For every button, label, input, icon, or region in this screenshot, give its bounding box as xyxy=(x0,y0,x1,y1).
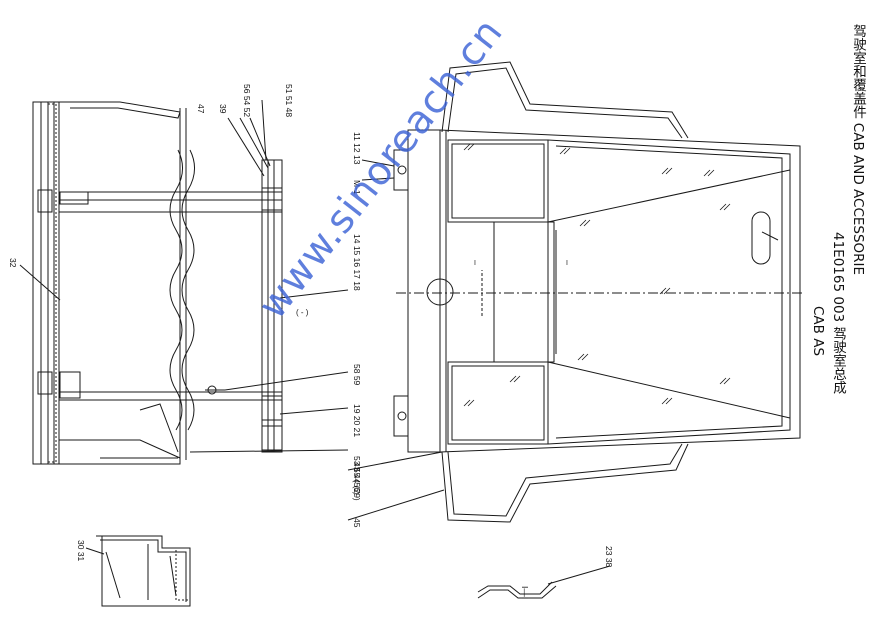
svg-text:I: I xyxy=(474,260,476,267)
callout-19-20-21: 19 20 21 xyxy=(352,404,362,438)
left-section-view: ( - ) xyxy=(19,99,349,465)
callout-39: 39 xyxy=(218,104,228,114)
callout-47: 47 xyxy=(196,104,206,114)
detail-section-bottom-left xyxy=(85,535,191,607)
callout-43-44-29: 43 44 (29) xyxy=(352,462,362,501)
svg-text:I: I xyxy=(566,260,568,267)
callout-58-59: 58 59 xyxy=(352,364,362,386)
detail-section-bottom-right xyxy=(477,565,611,599)
cab-plan-view: I I xyxy=(347,61,805,523)
callout-56-54-52: 56 54 52 xyxy=(242,84,252,118)
callout-section-mark: I—I xyxy=(520,586,530,600)
callout-30-31: 30 31 xyxy=(76,540,86,562)
callout-14-18: 14 15 16 17 18 xyxy=(352,234,362,291)
svg-text:( - ): ( - ) xyxy=(296,308,309,317)
callout-51-51-48: 51 51 48 xyxy=(284,84,294,118)
callout-23-38: 23 38 xyxy=(604,546,614,568)
callout-32: 32 xyxy=(8,258,18,268)
callout-45: 45 xyxy=(352,518,362,528)
